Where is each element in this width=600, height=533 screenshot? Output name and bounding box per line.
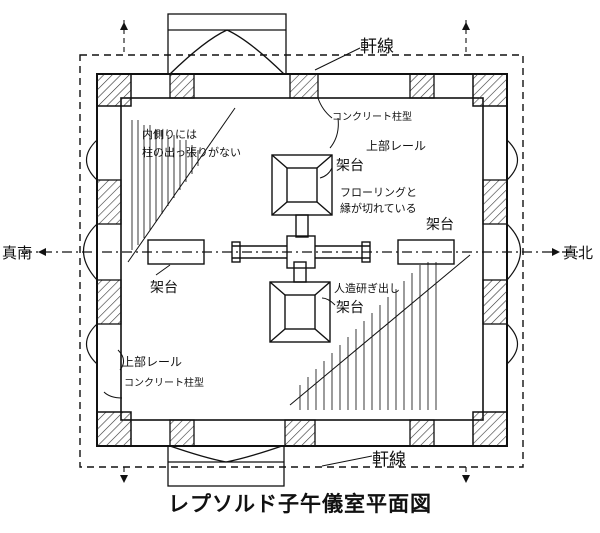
eaves-label-top: 軒線 [360,37,394,57]
rail-label-top: 上部レール [366,138,426,153]
drawing-caption: レプソルド子午儀室平面図 [168,492,432,516]
stand-label-top: 架台 [336,158,364,174]
eaves-outline [79,54,524,468]
collimator-stand-east [397,239,455,265]
collimator-stand-west [147,239,205,265]
wall-piers [96,73,508,447]
concrete-form-label-bottom: コンクリート柱型 [124,376,204,389]
leader-lines [103,47,373,467]
inner-note-line2: 柱の出っ張りがない [142,145,241,159]
east-door-swings [506,139,521,365]
arrow-south-icon [38,248,46,256]
pier-top [271,154,333,238]
floor-hatch-right [299,262,437,410]
rail-label-bottom: 上部レール [122,354,182,369]
true-south-label: 真南 [2,244,32,262]
flooring-note-line1: フローリングと [340,185,417,199]
flooring-boundary-2 [289,254,471,406]
artificial-stone-label: 人造研ぎ出し [334,281,400,295]
pier-bottom [269,261,331,343]
concrete-form-label-top: コンクリート柱型 [332,110,412,123]
top-door [167,13,287,75]
stand-label-west: 架台 [150,280,178,296]
stand-label-bottom: 架台 [336,300,364,316]
inner-note-line1: 内側りには [142,127,197,141]
flooring-boundary [127,107,236,263]
true-north-label: 真北 [563,244,593,262]
corner-columns [96,73,508,447]
floor-hatch-left [131,120,199,250]
flooring-note-line2: 縁が切れている [340,201,417,215]
west-door-swings [83,139,98,365]
transit-instrument [231,235,371,269]
eaves-label-bottom: 軒線 [372,450,406,470]
bottom-door [167,445,285,487]
guide-arrows [120,22,470,483]
arrow-north-icon [552,248,560,256]
stand-label-east: 架台 [426,217,454,233]
